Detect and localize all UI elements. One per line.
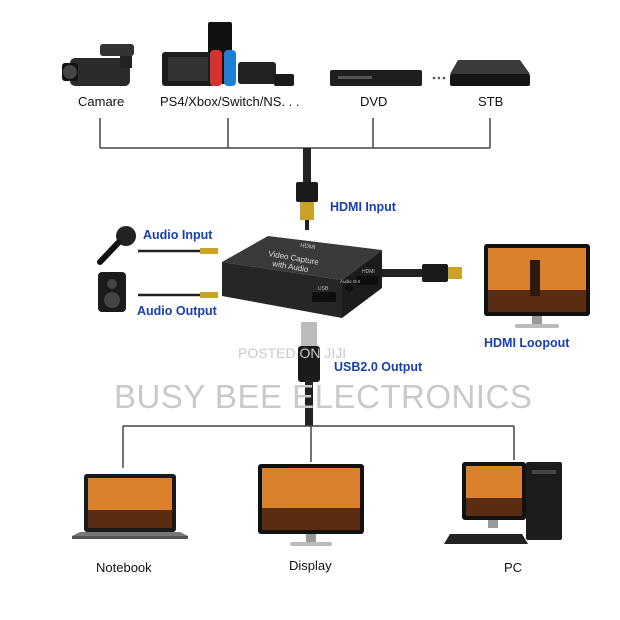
device-port-usb: USB (318, 286, 329, 292)
source-distribution-lines (99, 118, 491, 149)
display-icon (258, 464, 364, 546)
audio-output-label: Audio Output (137, 304, 217, 318)
microphone-icon (97, 226, 136, 265)
dots-separator (432, 76, 446, 80)
camera-label: Camare (78, 94, 125, 109)
stb-label: STB (478, 94, 504, 109)
audio-input-cable (138, 248, 218, 254)
usb-output-label: USB2.0 Output (334, 360, 423, 374)
pc-label: PC (504, 560, 523, 575)
speaker-icon (98, 272, 126, 312)
capture-device-image: HDMI Video Capture with Audio USB Audio … (222, 236, 382, 318)
notebook-label: Notebook (96, 560, 152, 575)
game-console-icon (162, 22, 294, 86)
watermark-posted: POSTED ON JIJI (238, 345, 347, 361)
audio-input-label: Audio Input (143, 228, 213, 242)
hdmi-loopout-cable (382, 264, 462, 282)
set-top-box-icon (450, 60, 530, 86)
consoles-label: PS4/Xbox/Switch/NS. . . (160, 94, 300, 109)
output-distribution-lines (122, 425, 515, 468)
dvd-label: DVD (360, 94, 388, 109)
pc-icon (444, 462, 562, 544)
device-port-hdmi: HDMI (362, 269, 375, 275)
camcorder-icon (62, 44, 134, 86)
device-top-label: HDMI (300, 243, 316, 251)
device-port-audio: Audio Out (340, 279, 361, 284)
display-label: Display (289, 558, 332, 573)
audio-output-cable (138, 292, 218, 298)
hdmi-input-cable (296, 148, 318, 230)
hdmi-loopout-label: HDMI Loopout (484, 336, 570, 350)
hdmi-input-label: HDMI Input (330, 200, 396, 214)
usb-output-cable (298, 322, 320, 426)
watermark-brand: BUSY BEE ELECTRONICS (114, 378, 533, 415)
loopout-monitor-icon (484, 244, 590, 328)
notebook-icon (72, 474, 188, 539)
dvd-player-icon (330, 70, 422, 86)
